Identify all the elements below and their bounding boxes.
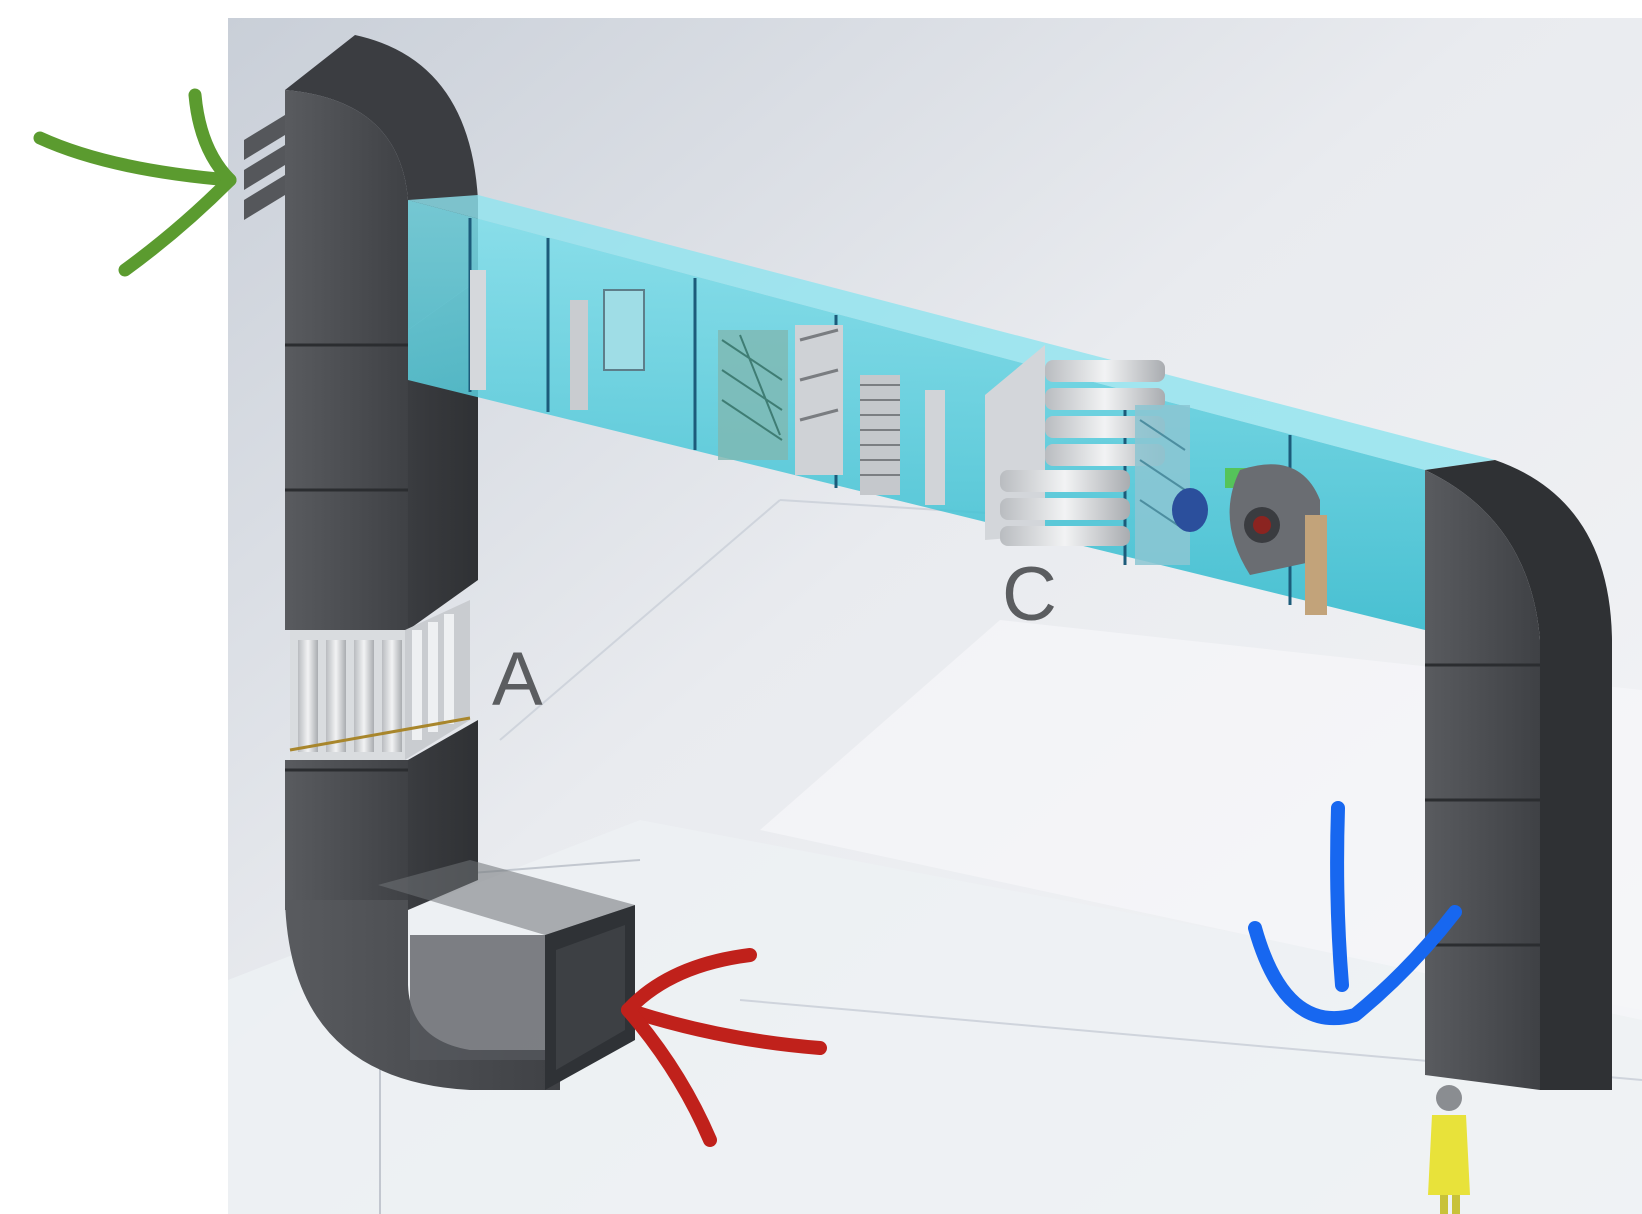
right-vertical-duct [1425, 460, 1612, 1090]
section-a-filter-bank [289, 600, 471, 760]
section-c-label: C [1002, 552, 1057, 637]
intake-arrow-icon [33, 88, 237, 277]
worker-figure [1428, 1085, 1470, 1214]
return-duct [378, 860, 635, 1090]
air-handling-unit [408, 195, 1495, 630]
section-a-label: A [492, 637, 543, 722]
return-arrow-icon [621, 948, 827, 1147]
supply-arrow-icon [1248, 801, 1462, 1026]
